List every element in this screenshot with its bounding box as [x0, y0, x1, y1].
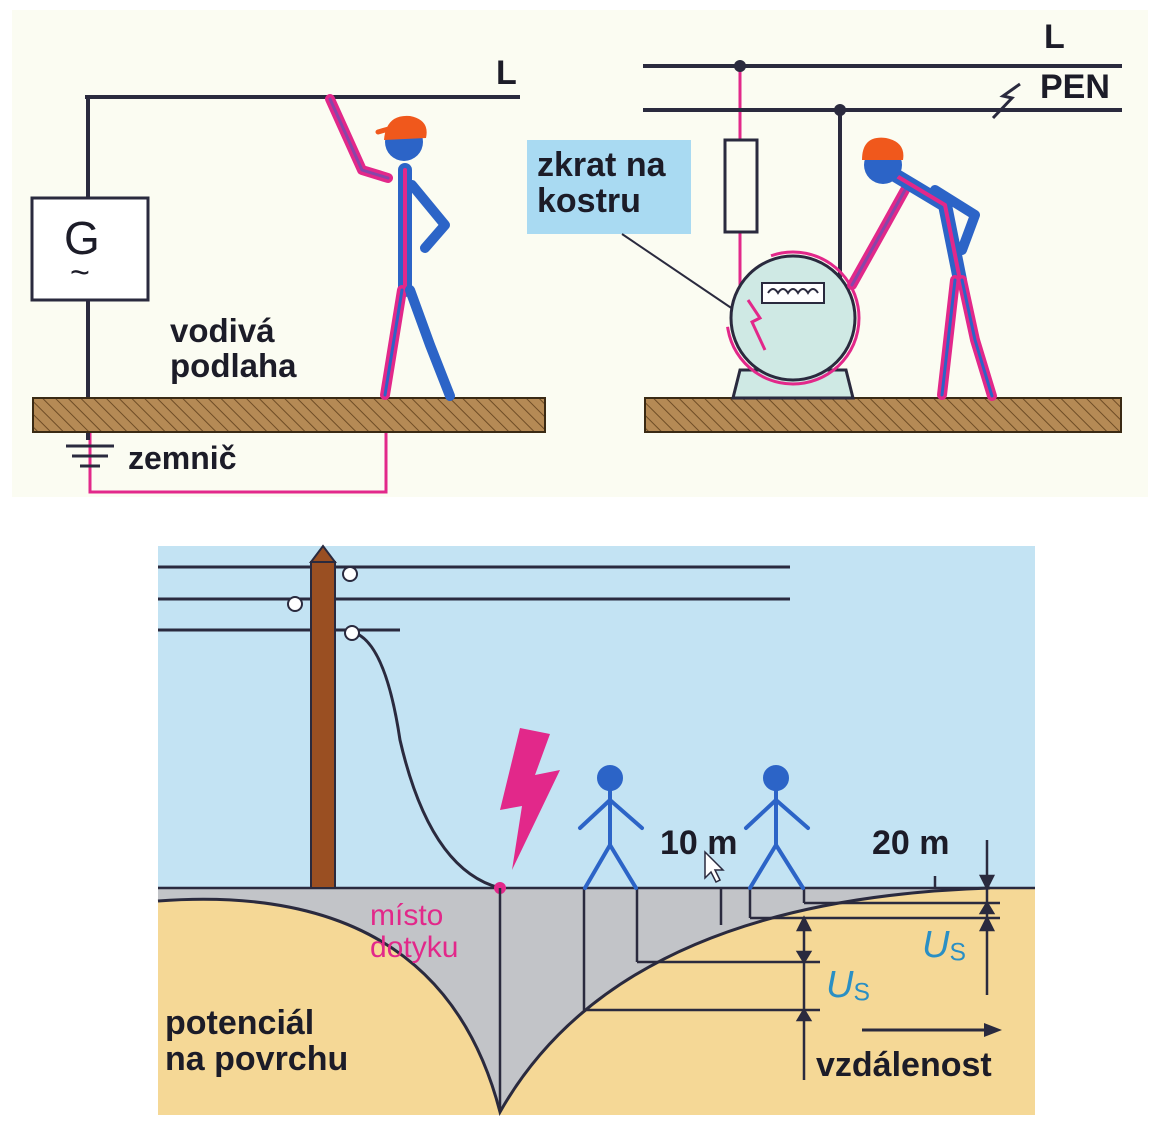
- step-voltage-arrows: [795, 840, 996, 1080]
- potential-level-lines: [584, 901, 1000, 1012]
- conductive-floor: [32, 397, 546, 433]
- line-label-right: L: [1044, 18, 1065, 56]
- motor-icon: [725, 250, 861, 400]
- stick-figure-near: [578, 765, 644, 890]
- conductive-floor-scene: [30, 94, 546, 494]
- fallen-conductor: [351, 630, 501, 890]
- frame-fault-scene: [527, 60, 1122, 433]
- mouse-cursor-icon: [704, 850, 725, 884]
- potential-drop-lines: [498, 876, 937, 1110]
- pole-insulators: [287, 566, 360, 641]
- potential-curve: [157, 886, 991, 1116]
- generator-box: [30, 196, 150, 302]
- utility-pole: [310, 561, 336, 889]
- person-touching-line: [325, 94, 455, 401]
- distance-20-label: 20 m: [872, 824, 950, 862]
- sky-area: [158, 546, 1035, 892]
- l-junction-dot: [734, 60, 746, 72]
- surface-potential-label: potenciál na povrchu: [165, 1004, 349, 1078]
- contact-point-label: místo dotyku: [370, 899, 459, 964]
- step-voltage-label-far: US: [922, 924, 966, 967]
- distance-axis-label: vzdálenost: [816, 1046, 992, 1084]
- right-floor: [644, 397, 1122, 433]
- pen-fault-bolt-icon: [991, 82, 1021, 120]
- line-label-left: L: [496, 54, 517, 92]
- ground-electrode-icon: [66, 444, 114, 468]
- ground-electrode-label: zemnič: [128, 440, 237, 476]
- pen-label: PEN: [1040, 68, 1110, 106]
- potential-funnel: [158, 888, 990, 1112]
- fault-label-box: [527, 140, 691, 234]
- person-touching-motor: [847, 137, 997, 401]
- ground-potential-scene: [157, 544, 1035, 1116]
- fault-label-leader: [621, 233, 753, 323]
- distance-10-label: 10 m: [660, 824, 738, 862]
- fuse-icon: [723, 138, 759, 234]
- floor-label: vodivá podlaha: [170, 312, 297, 384]
- generator-symbol: ~: [70, 254, 90, 292]
- step-voltage-label-near: US: [826, 964, 870, 1007]
- stick-figure-far: [744, 765, 810, 890]
- fault-label: zkrat na kostru: [537, 146, 666, 220]
- generator-letter: G: [64, 212, 100, 264]
- distance-arrow: [862, 1023, 1002, 1037]
- lightning-icon: [500, 728, 560, 870]
